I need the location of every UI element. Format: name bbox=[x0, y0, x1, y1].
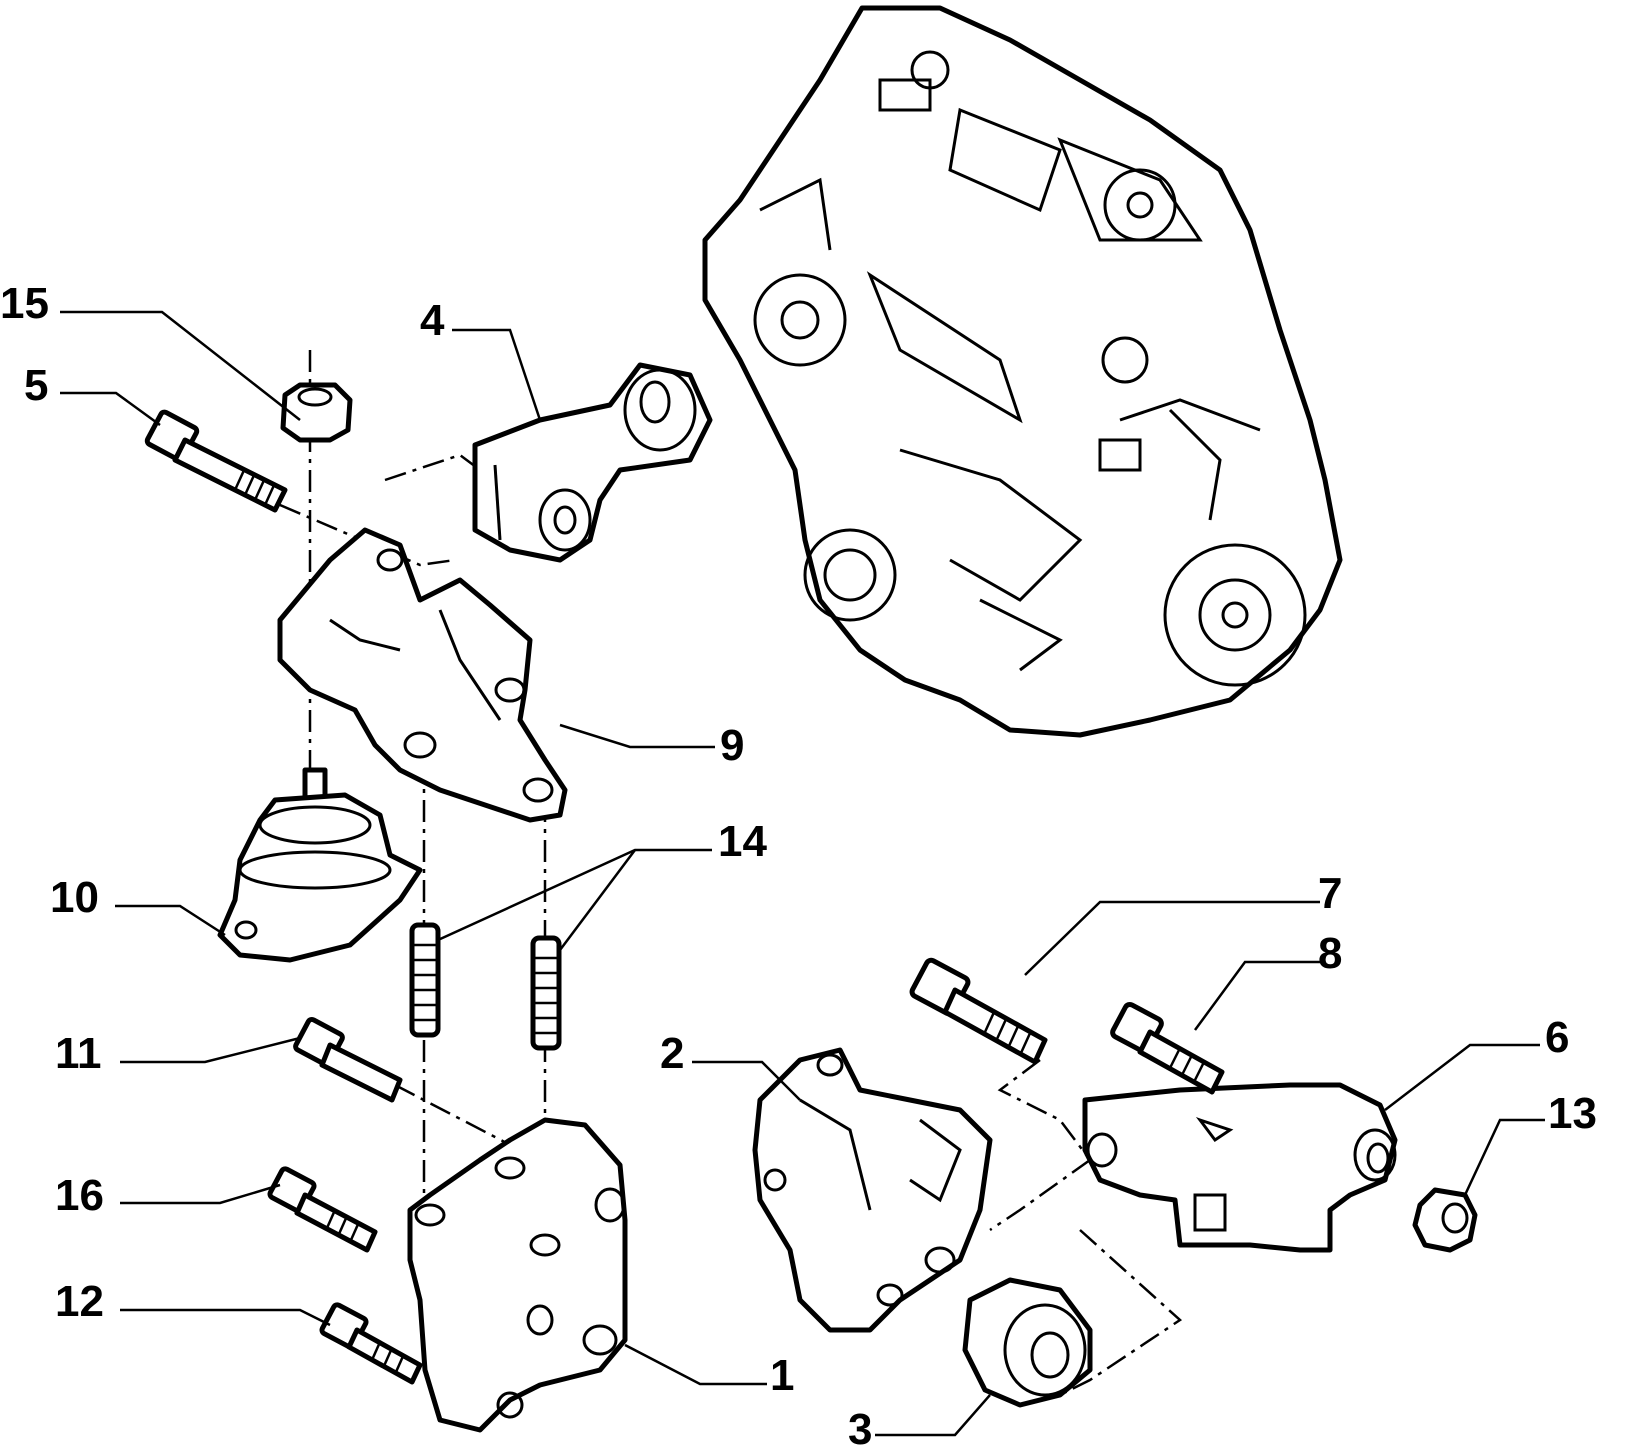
engine-assembly bbox=[702, 5, 1343, 738]
callout-14: 14 bbox=[718, 817, 767, 866]
part-10-engine-mount bbox=[217, 767, 423, 963]
part-16-bolt bbox=[267, 1166, 378, 1253]
part-8-bolt bbox=[1110, 1001, 1225, 1095]
callout-13: 13 bbox=[1548, 1089, 1597, 1138]
callout-5: 5 bbox=[24, 361, 48, 410]
part-6-link-arm bbox=[1082, 1082, 1398, 1253]
part-11-bolt bbox=[293, 1016, 403, 1103]
part-4-torque-rod bbox=[472, 362, 713, 563]
leader-lines bbox=[60, 310, 1545, 1437]
part-9-engine-bracket bbox=[277, 527, 568, 823]
callout-8: 8 bbox=[1318, 929, 1342, 978]
callout-10: 10 bbox=[50, 873, 99, 922]
callout-labels: 15 5 4 9 10 14 11 16 12 1 2 3 7 8 6 13 bbox=[0, 279, 1597, 1450]
callout-3: 3 bbox=[848, 1405, 872, 1450]
callout-12: 12 bbox=[55, 1277, 104, 1326]
part-2-gearbox-bracket bbox=[752, 1047, 993, 1333]
part-3-bush bbox=[962, 1277, 1093, 1408]
part-5-bolt bbox=[144, 409, 288, 513]
callout-4: 4 bbox=[420, 296, 445, 345]
callout-1: 1 bbox=[770, 1351, 794, 1400]
part-15-nut bbox=[280, 382, 353, 443]
callout-15: 15 bbox=[0, 279, 49, 328]
part-13-nut bbox=[1412, 1187, 1478, 1253]
part-12-bolt bbox=[319, 1302, 423, 1385]
part-14-studs bbox=[409, 922, 562, 1051]
callout-7: 7 bbox=[1318, 869, 1342, 918]
callout-11: 11 bbox=[55, 1029, 102, 1078]
part-1-lower-bracket bbox=[407, 1117, 628, 1433]
callout-2: 2 bbox=[660, 1029, 684, 1078]
callout-6: 6 bbox=[1545, 1013, 1569, 1062]
part-7-bolt bbox=[909, 957, 1048, 1065]
callout-9: 9 bbox=[720, 721, 744, 770]
callout-16: 16 bbox=[55, 1171, 104, 1220]
